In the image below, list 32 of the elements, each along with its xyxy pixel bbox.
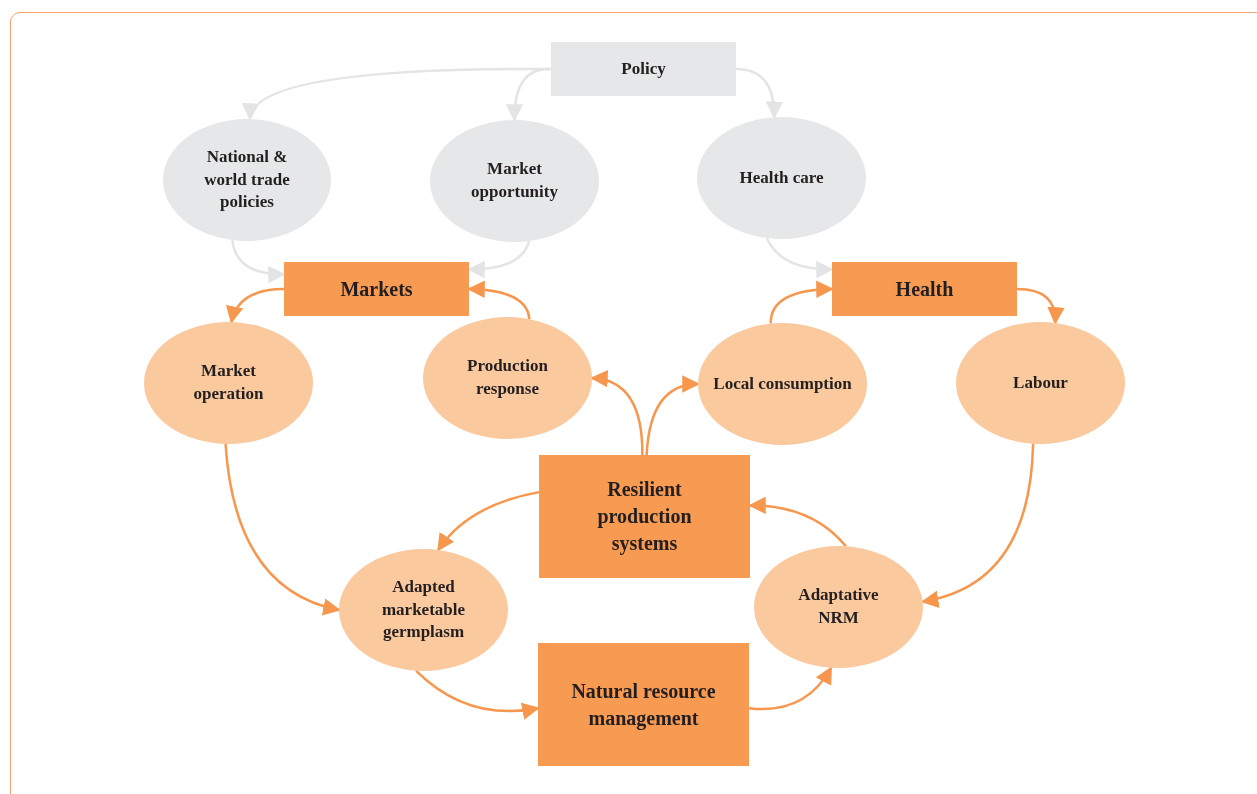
arrow [231, 239, 286, 283]
arrow [1016, 287, 1064, 325]
node-label: Health [895, 276, 954, 302]
node-label: Policy [621, 57, 666, 80]
process-box [284, 262, 469, 316]
arrow [224, 443, 341, 615]
arrow [506, 67, 551, 122]
arrow [765, 237, 834, 278]
process-box [539, 455, 750, 578]
node-label: Labour [1013, 371, 1068, 394]
node-label: National & world trade policies [203, 145, 291, 214]
process-box [551, 42, 736, 96]
arrow [590, 370, 644, 456]
node-label: Resilient production systems [596, 477, 693, 557]
node-label: Production response [466, 355, 549, 400]
node-label: Adaptative NRM [797, 584, 880, 629]
node-label: Natural resource management [570, 678, 717, 732]
process-box [832, 262, 1017, 316]
arrow [415, 669, 540, 720]
node-label: Health care [739, 166, 824, 189]
arrow [735, 67, 783, 119]
node-label: Markets [340, 276, 413, 302]
node-label: Local consumption [713, 372, 852, 395]
node-label: Market operation [192, 360, 265, 405]
arrow [645, 376, 700, 456]
arrow [437, 490, 540, 552]
arrow [769, 280, 834, 324]
arrow [748, 666, 833, 711]
arrow [226, 287, 285, 324]
node-label: Adapted marketable germplasm [380, 575, 467, 644]
process-box [538, 643, 749, 766]
node-label: Market opportunity [470, 158, 559, 203]
